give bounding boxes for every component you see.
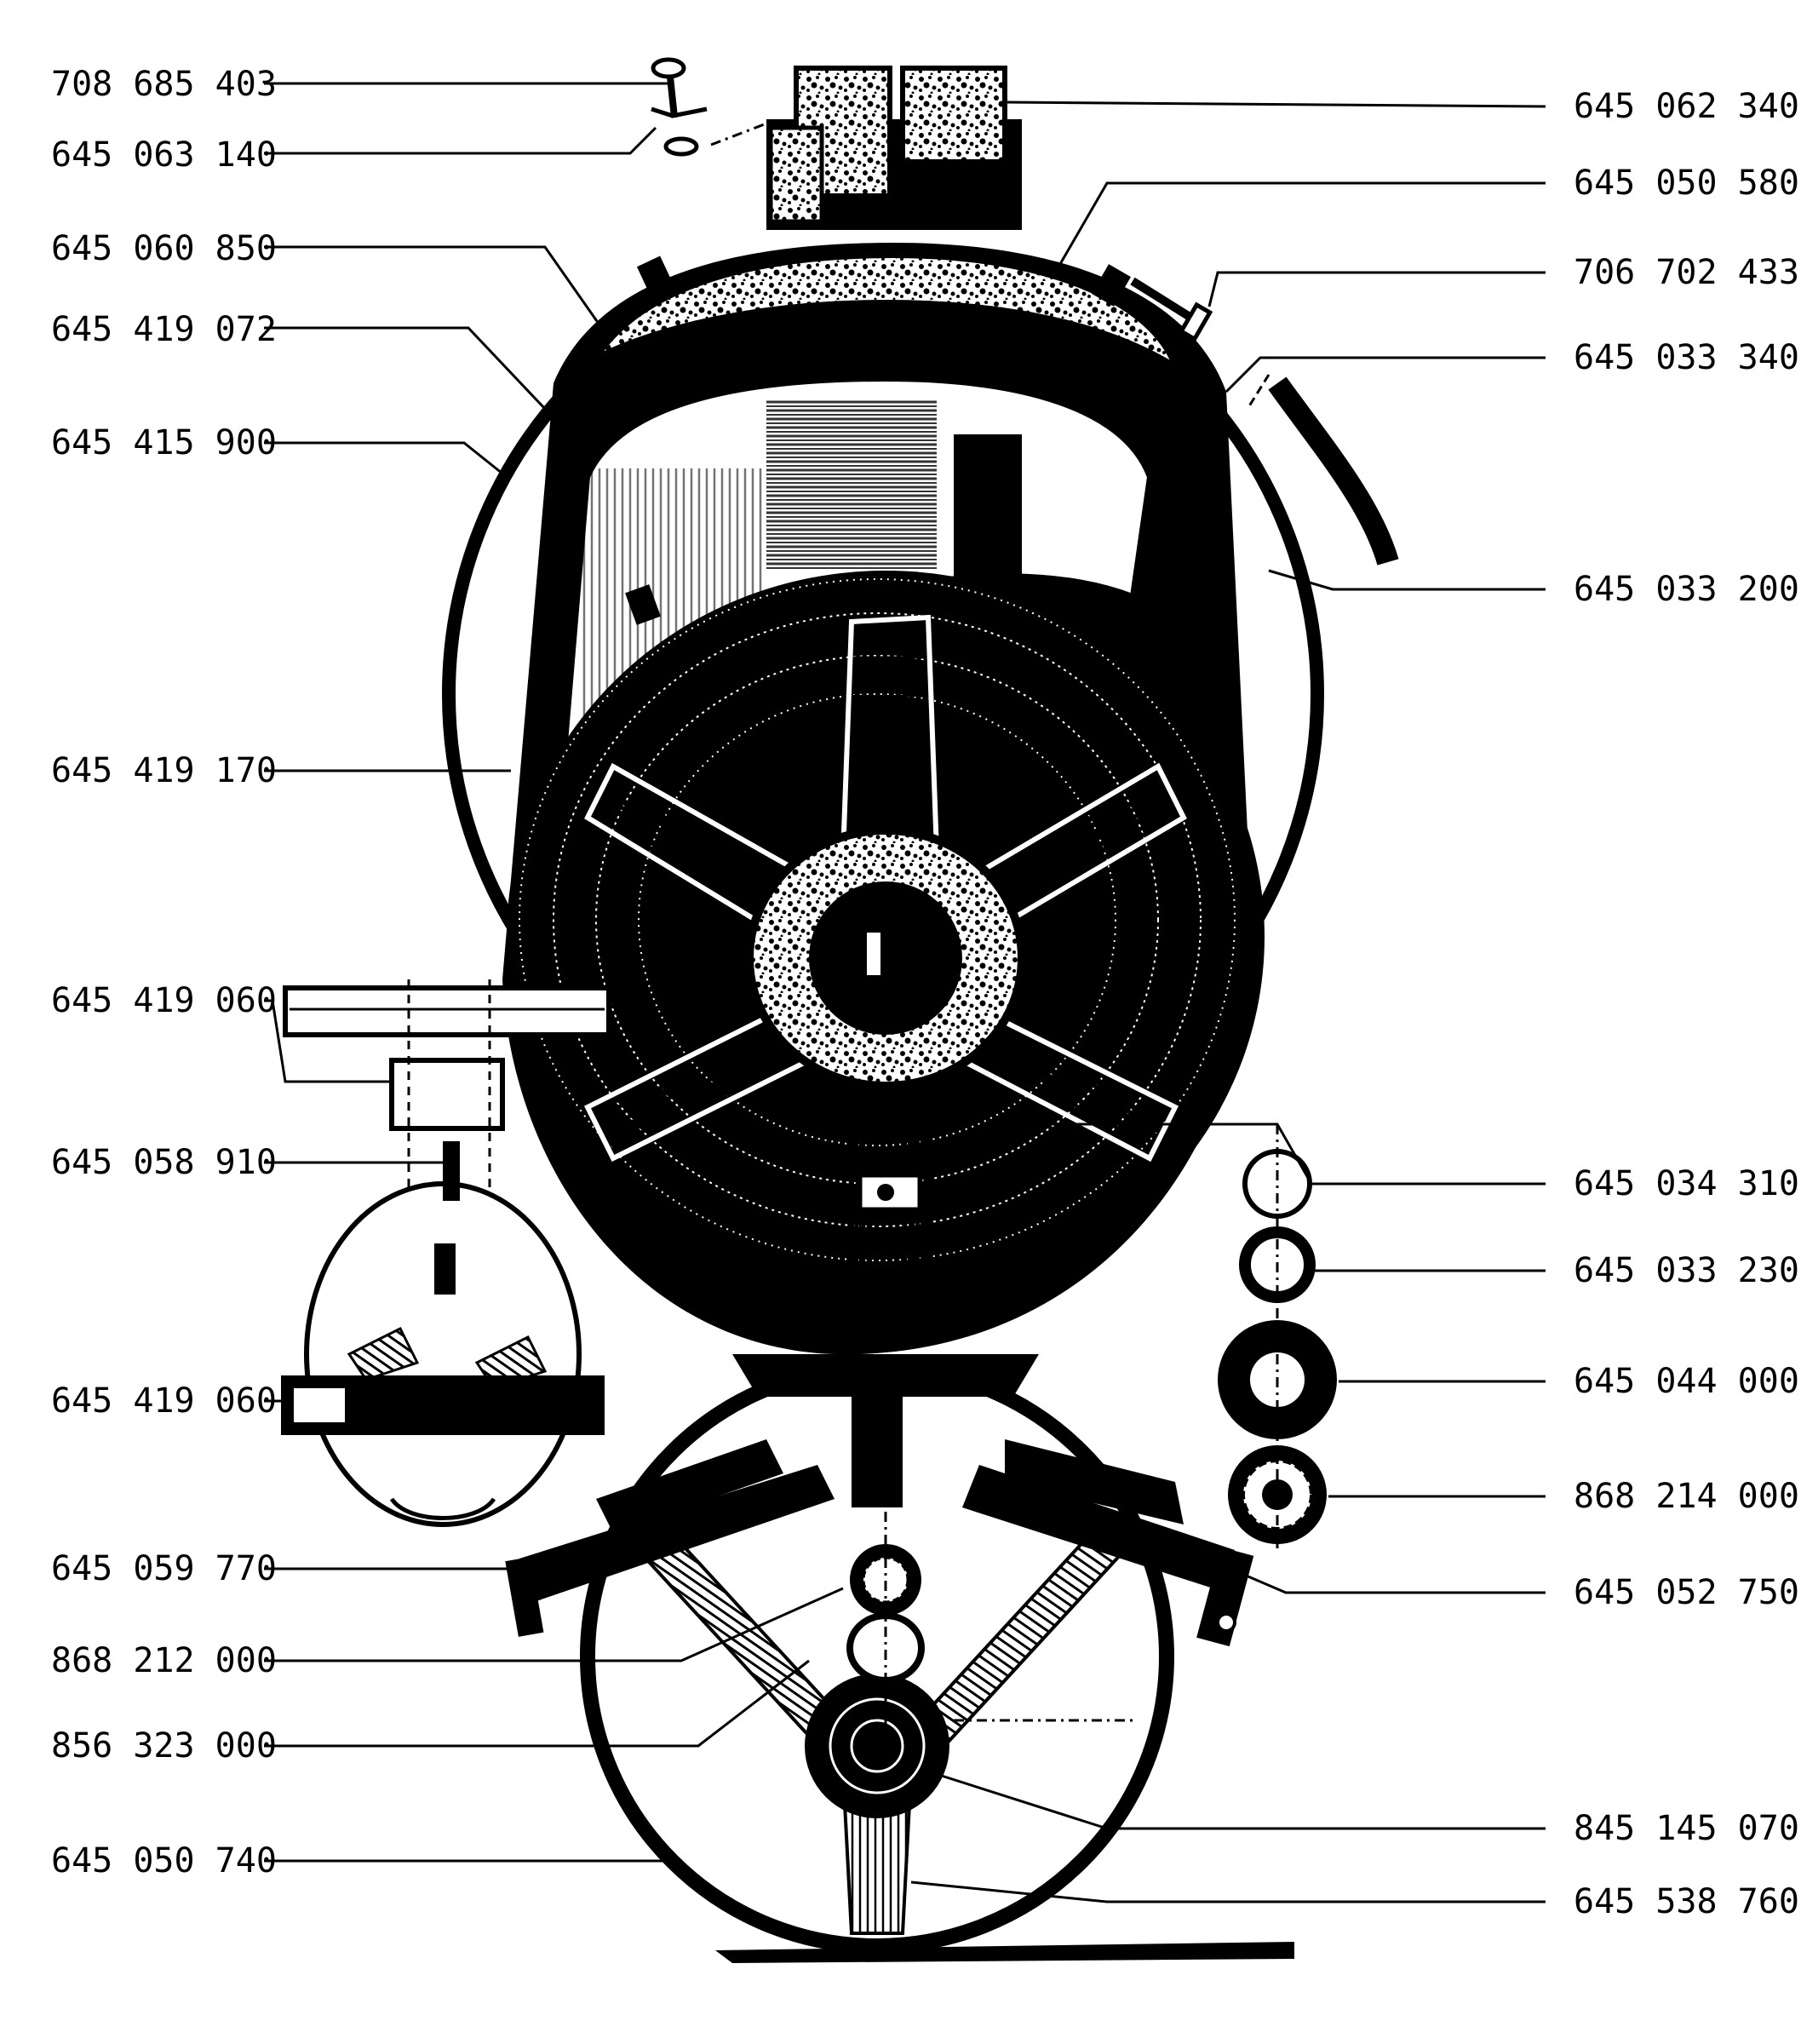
part-label: 645 063 140 [51,135,277,175]
part-label: 706 702 433 [1574,253,1799,292]
washing-machine-drum-drawing [281,57,1399,1963]
part-numbers-left: 708 685 403 645 063 140 645 060 850 645 … [51,65,277,1880]
top-control-block [766,66,1022,230]
door-seal-strip [1268,376,1399,566]
part-label: 856 323 000 [51,1726,277,1766]
leader-lines [264,82,1546,1903]
drum-perforation [766,400,1022,588]
part-label: 845 145 070 [1574,1809,1799,1848]
part-label: 645 059 770 [51,1549,277,1588]
pulley-hub [805,1674,949,1818]
part-label: 645 419 170 [51,751,277,790]
part-label: 645 419 060 [51,981,277,1020]
part-label: 645 419 060 [51,1381,277,1421]
part-label: 645 538 760 [1574,1882,1799,1921]
part-label: 645 050 740 [51,1841,277,1880]
clamp-bolt [1092,264,1213,342]
part-label: 645 058 910 [51,1143,277,1182]
part-label: 645 034 310 [1574,1164,1799,1203]
part-label: 645 044 000 [1574,1362,1799,1401]
part-label: 645 415 900 [51,423,277,462]
bearing-parts-right [1218,1124,1337,1550]
part-label: 645 052 750 [1574,1573,1799,1612]
part-label: 645 050 580 [1574,164,1799,203]
drive-pulley-ring [580,1359,1174,1954]
shaft-bracket [849,1130,931,1323]
part-label: 868 214 000 [1574,1477,1799,1516]
side-filter-assembly [281,979,611,1527]
part-label: 645 060 850 [51,229,277,268]
part-label: 708 685 403 [51,65,277,104]
part-label: 645 033 200 [1574,570,1799,609]
drum-spider-arms [583,614,1187,1163]
part-numbers-right: 645 062 340 645 050 580 706 702 433 645 … [1574,87,1799,1921]
adjusting-screw [651,57,767,157]
part-label: 868 212 000 [51,1641,277,1680]
ground-shadow [715,1942,1294,1963]
part-label: 645 062 340 [1574,87,1799,126]
part-label: 645 419 072 [51,310,277,349]
part-label: 645 033 340 [1574,338,1799,377]
tub-top-rim [588,252,1180,373]
part-label: 645 033 230 [1574,1251,1799,1290]
